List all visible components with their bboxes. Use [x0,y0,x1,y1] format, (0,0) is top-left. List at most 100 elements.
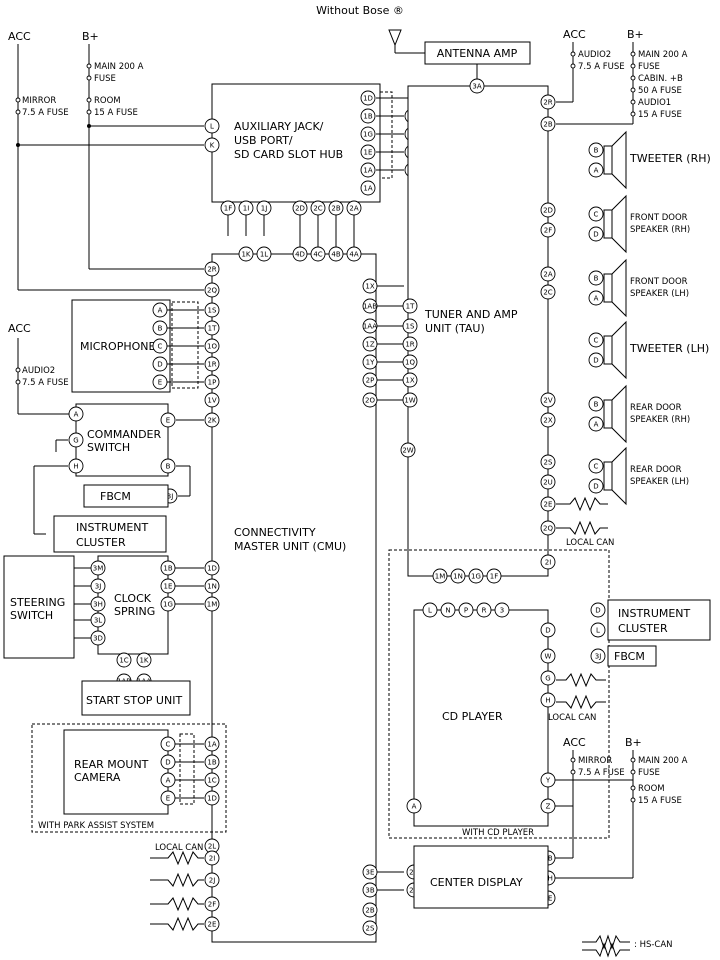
cd-top-pin-circle [440,602,456,618]
tau-box [407,85,549,577]
start-stop-label: START STOP UNIT [86,694,182,707]
speaker-pin-circle [588,142,604,158]
svg-text:ROOM: ROOM [638,784,665,794]
cmu-right-pin-circle [362,920,378,936]
cmu-top-pin-label: 4C [313,251,322,259]
tau-right-pin-circle [540,520,556,536]
cmu-left-pin-circle [204,356,220,372]
tau-right-pin-circle [540,202,556,218]
instrument-cluster-left-label-1: INSTRUMENT [76,521,149,534]
local-can-tau: LOCAL CAN [566,538,614,548]
speaker-pin-circle [588,352,604,368]
center-display-label: CENTER DISPLAY [430,876,523,889]
audio1-fuse-right: AUDIO1 15 A FUSE [630,98,682,120]
tau-left-pin-label: 1T [406,303,415,311]
commander-pin-circle [160,412,176,428]
cmu-left-pin-label: 1M [207,601,218,609]
camera-pin-label: C [166,741,171,749]
aux-right-pin-label: 1B [363,113,372,121]
svg-text:15 A FUSE: 15 A FUSE [638,110,682,120]
aux-right-pin-circle [360,108,376,124]
fbcm-right-pin-circle [590,648,606,664]
speaker-pin-circle [588,416,604,432]
cd-right-pin-label: H [545,697,550,705]
cd-player-frame [388,549,610,839]
svg-text:FUSE: FUSE [638,768,660,778]
cmu-left-pin-label: 2E [208,921,217,929]
clock-right-pin-label: 1B [163,565,172,573]
speaker-pin-label: C [594,463,599,471]
cmu-top-pin-label: 4B [331,251,340,259]
aux-hub-label-1: AUXILIARY JACK/ [234,120,324,133]
tau-bottom-pin-circle [468,568,484,584]
tau-right-pin-circle [540,284,556,300]
svg-text:50 A FUSE: 50 A FUSE [638,86,682,96]
cd-top-pin-circle [476,602,492,618]
speaker-pin-circle [588,478,604,494]
svg-text:TWEETER (LH): TWEETER (LH) [629,342,709,355]
tau-right-pin-circle [540,412,556,428]
cmu-left-pin-circle [204,896,220,912]
cd-player-label: CD PLAYER [442,710,503,723]
speaker-pin-label: A [594,295,599,303]
svg-text:SPEAKER (LH): SPEAKER (LH) [630,289,689,299]
cmu-left-pin-label: 2K [207,417,216,425]
mirror-fuse-left: MIRROR 7.5 A FUSE [15,96,69,118]
speaker-pin-circle [588,226,604,242]
aux-left-pin-circle [204,137,220,153]
tau-antenna-pin-label: 3A [472,83,481,91]
svg-text:FUSE: FUSE [94,74,116,84]
tau-left-pin-label: 1W [404,397,415,405]
cmu-left-pin-circle [204,374,220,390]
mirror-fuse-bottom: MIRROR 7.5 A FUSE [570,756,625,778]
cmu-top-pin-label: 1L [260,251,268,259]
cd-right-pin-label: G [545,675,550,683]
aux-left-pin-label: L [210,123,214,131]
cmu-left-pin-circle [204,596,220,612]
tau-right-pin-circle [540,454,556,470]
cmu-top-pin-label: 4D [295,251,305,259]
cmu-left-pin-circle [204,790,220,806]
cmu-left-pin-label: 2L [208,843,216,851]
svg-text:FUSE: FUSE [638,62,660,72]
clock-bottom-pin-label: 1C [119,657,128,665]
aux-hub-label-2: USB PORT/ [234,134,293,147]
cd-top-pin-label: R [482,607,487,615]
cmu-left-pin-label: 1V [207,397,216,405]
mic-pin-label: C [158,343,163,351]
tau-right-pin-circle [540,392,556,408]
tau-left-pin-label: 1R [405,341,414,349]
clock-right-pin-label: 1E [164,583,173,591]
cmu-left-pin-label: 2I [209,855,216,863]
aux-right-pin-label: 1A [363,185,372,193]
aux-right-pin-label: 1G [363,131,373,139]
with-cd-label: WITH CD PLAYER [462,828,534,838]
tau-right-pin-label: 2C [543,289,552,297]
fbcm-left-box [83,484,169,508]
svg-text:7.5 A FUSE: 7.5 A FUSE [578,62,625,72]
steering-pin-label: 3D [93,635,103,643]
tau-left-pin-circle [402,336,418,352]
cd-right-pin-label: Y [545,777,551,785]
aux-right-pin-label: 1D [363,95,373,103]
cd-left-pin-label: A [412,803,417,811]
speaker-pin-label: B [594,401,599,409]
cd-right-pin-label: Z [546,803,551,811]
cmu-label-2: MASTER UNIT (CMU) [234,540,346,553]
cmu-box [211,253,377,943]
svg-text:SPEAKER (LH): SPEAKER (LH) [630,477,689,487]
commander-pin-label: H [73,463,78,471]
clock-spring-label-2: SPRING [114,605,155,618]
cmu-left-pin-label: 1N [207,583,217,591]
svg-text:15 A FUSE: 15 A FUSE [94,108,138,118]
speaker-tweeter-lh: TWEETER (LH) [603,320,709,380]
tau-right-pin-label: 2V [543,397,552,405]
tau-right-pin-label: 2F [544,227,552,235]
speaker-pin-circle [588,290,604,306]
tau-right-pin-label: 2Q [543,525,553,533]
cmu-top-pin-circle [328,246,344,262]
